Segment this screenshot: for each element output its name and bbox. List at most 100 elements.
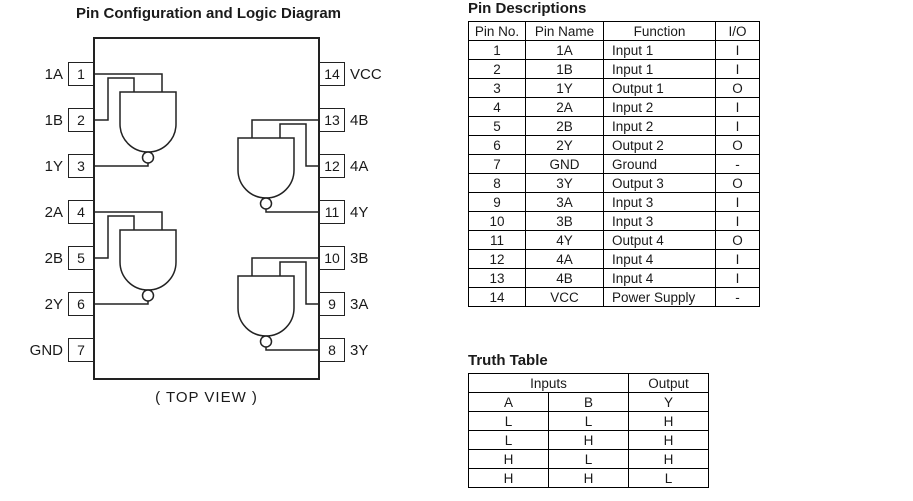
ic-chip-body	[93, 37, 320, 380]
table-cell: 14	[468, 287, 526, 307]
table-cell: L	[628, 468, 709, 488]
pin-number-box: 7	[68, 338, 94, 362]
pin-number-box: 1	[68, 62, 94, 86]
pin-row: 12 4A	[319, 154, 419, 178]
table-header-cell: A	[468, 392, 549, 412]
table-header-row: A B Y	[468, 392, 709, 412]
pin-label: 4B	[350, 111, 369, 129]
table-cell: VCC	[525, 287, 604, 307]
pin-label: 4A	[350, 157, 369, 175]
table-cell: 4B	[525, 268, 604, 288]
table-header-cell: Pin Name	[525, 21, 604, 41]
pin-number-box: 12	[319, 154, 345, 178]
table-cell: I	[715, 249, 760, 269]
pin-row: 1Y 3	[18, 154, 94, 178]
left-pin-column: 1A 1 1B 2 1Y 3 2A 4 2B 5 2Y 6 GND 7	[18, 62, 94, 362]
table-row: 9 3A Input 3 I	[468, 192, 760, 212]
truth-table-section: Truth Table Inputs Output A B Y L L H	[468, 352, 709, 488]
table-cell: 3Y	[525, 173, 604, 193]
pin-number-box: 8	[319, 338, 345, 362]
table-cell: Output 3	[603, 173, 716, 193]
table-cell: L	[548, 411, 629, 431]
table-cell: H	[548, 468, 629, 488]
pin-number-box: 14	[319, 62, 345, 86]
table-header-cell: B	[548, 392, 629, 412]
table-cell: I	[715, 40, 760, 60]
table-row: 1 1A Input 1 I	[468, 40, 760, 60]
table-header-row: Pin No. Pin Name Function I/O	[468, 21, 760, 41]
pin-number-box: 4	[68, 200, 94, 224]
table-cell: Input 3	[603, 192, 716, 212]
pin-row: 2A 4	[18, 200, 94, 224]
pin-row: 13 4B	[319, 108, 419, 132]
table-cell: Output 2	[603, 135, 716, 155]
table-cell: 11	[468, 230, 526, 250]
pin-row: 8 3Y	[319, 338, 419, 362]
table-cell: -	[715, 154, 760, 174]
pin-label: 3B	[350, 249, 369, 267]
table-cell: H	[628, 449, 709, 469]
pin-descriptions-title: Pin Descriptions	[468, 0, 587, 17]
table-header-cell: Inputs	[468, 373, 629, 393]
table-row: H H L	[468, 468, 709, 488]
table-cell: 4Y	[525, 230, 604, 250]
pin-number-box: 3	[68, 154, 94, 178]
table-cell: 3B	[525, 211, 604, 231]
table-cell: O	[715, 135, 760, 155]
table-cell: I	[715, 192, 760, 212]
table-cell: I	[715, 116, 760, 136]
table-cell: 2A	[525, 97, 604, 117]
table-header-cell: I/O	[715, 21, 760, 41]
table-row: 6 2Y Output 2 O	[468, 135, 760, 155]
table-row: 5 2B Input 2 I	[468, 116, 760, 136]
truth-table: Inputs Output A B Y L L H L H H	[468, 373, 709, 488]
table-cell: 2Y	[525, 135, 604, 155]
pin-number-box: 9	[319, 292, 345, 316]
table-cell: 1B	[525, 59, 604, 79]
table-cell: 3A	[525, 192, 604, 212]
table-cell: I	[715, 211, 760, 231]
pin-number-box: 10	[319, 246, 345, 270]
table-cell: Power Supply	[603, 287, 716, 307]
table-cell: Input 1	[603, 40, 716, 60]
table-header-cell: Function	[603, 21, 716, 41]
pin-number-box: 6	[68, 292, 94, 316]
table-cell: Ground	[603, 154, 716, 174]
table-row: L L H	[468, 411, 709, 431]
pin-row: 11 4Y	[319, 200, 419, 224]
pin-row: 2B 5	[18, 246, 94, 270]
table-row: 3 1Y Output 1 O	[468, 78, 760, 98]
table-cell: H	[548, 430, 629, 450]
table-cell: L	[468, 411, 549, 431]
right-pin-column: 14 VCC 13 4B 12 4A 11 4Y 10 3B 9 3A 8 3Y	[319, 62, 419, 362]
table-row: L H H	[468, 430, 709, 450]
top-view-caption: ( TOP VIEW )	[155, 389, 258, 406]
pin-label: GND	[29, 341, 63, 359]
table-cell: Input 2	[603, 116, 716, 136]
table-cell: Output 1	[603, 78, 716, 98]
table-cell: O	[715, 173, 760, 193]
pin-label: 2Y	[44, 295, 63, 313]
table-cell: Input 1	[603, 59, 716, 79]
pin-row: 9 3A	[319, 292, 419, 316]
pin-row: 14 VCC	[319, 62, 419, 86]
table-cell: 4	[468, 97, 526, 117]
table-cell: 7	[468, 154, 526, 174]
table-cell: Input 4	[603, 249, 716, 269]
table-cell: -	[715, 287, 760, 307]
table-cell: 2B	[525, 116, 604, 136]
pin-row: 10 3B	[319, 246, 419, 270]
table-cell: 1	[468, 40, 526, 60]
table-cell: O	[715, 78, 760, 98]
table-cell: H	[468, 449, 549, 469]
pin-label: 3Y	[350, 341, 369, 359]
table-row: 10 3B Input 3 I	[468, 211, 760, 231]
table-cell: 1Y	[525, 78, 604, 98]
pin-row: 1B 2	[18, 108, 94, 132]
pin-row: GND 7	[18, 338, 94, 362]
pin-label: 1B	[44, 111, 63, 129]
table-header-cell: Y	[628, 392, 709, 412]
table-cell: 1A	[525, 40, 604, 60]
table-cell: 12	[468, 249, 526, 269]
table-cell: H	[628, 411, 709, 431]
